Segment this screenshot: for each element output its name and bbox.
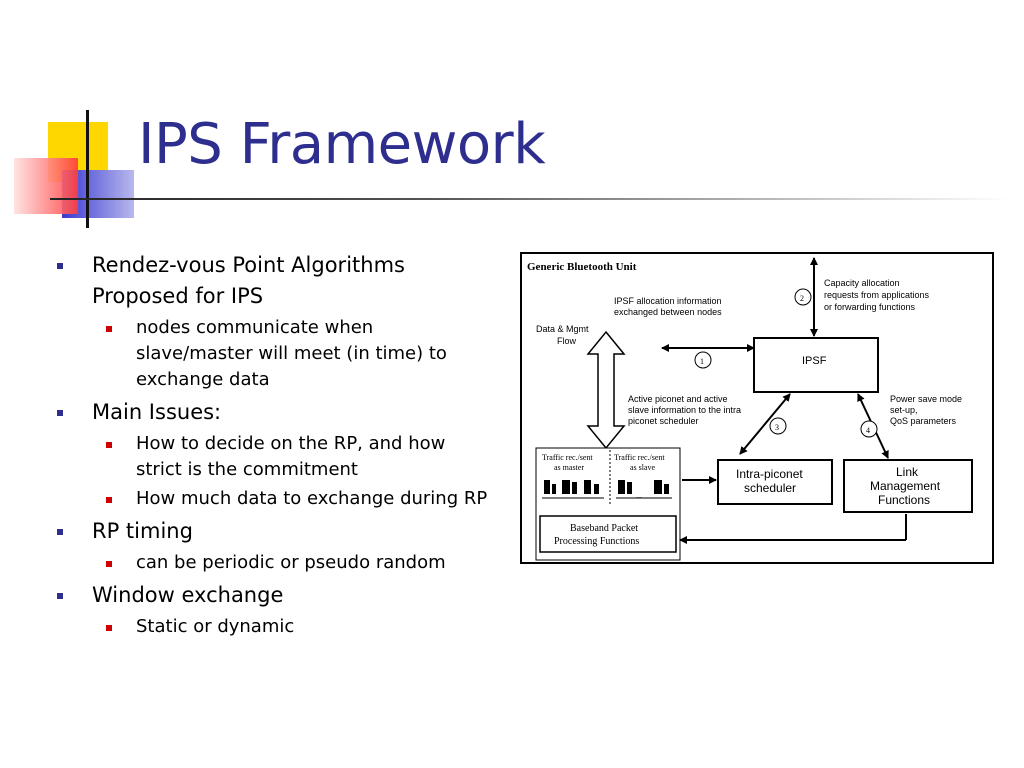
num-2: 2 [800,294,804,303]
bullet-item: Window exchange [52,580,492,611]
num-4: 4 [866,426,870,435]
data-mgmt-label: Data & Mgmt [536,324,589,334]
baseband-box [539,515,677,553]
traffic-master-label: Traffic rec./sent [542,453,593,462]
data-mgmt-label: Flow [557,336,577,346]
ipsf-info-label: IPSF allocation information [614,296,722,306]
ipsf-box-label: IPSF [802,355,827,367]
bullet-square-icon [106,625,112,631]
traffic-master-label: as master [554,463,584,472]
bullet-square-icon [106,326,112,332]
traffic-slave-label: as slave [630,463,656,472]
intra-piconet-label: Intra-piconet [736,467,803,481]
bullet-square-icon [106,497,112,503]
bullet-item: RP timing [52,516,492,547]
bullet-square-icon [57,263,63,269]
power-save-label: QoS parameters [890,416,957,426]
diagram-canvas: Generic Bluetooth Unit Data & Mgmt Flow … [527,257,973,561]
data-flow-double-arrow [586,330,626,450]
sub-bullet-item: Static or dynamic [52,614,492,640]
vertical-line [86,110,89,228]
baseband-label: Baseband Packet [570,523,638,534]
master-timeslots [544,480,599,494]
circle-1 [694,351,712,369]
bullet-square-icon [57,593,63,599]
bluetooth-unit-diagram: Generic Bluetooth Unit Data & Mgmt Flow … [520,252,994,564]
active-piconet-label: piconet scheduler [628,416,699,426]
ellipsis: ... [636,491,642,500]
capacity-label: or forwarding functions [824,302,916,312]
sub-bullet-item: nodes communicate when slave/master will… [52,315,492,393]
capacity-label: Capacity allocation [824,278,900,288]
ipsf-box [753,337,879,393]
bullet-item: Rendez-vous Point Algorithms Proposed fo… [52,250,492,312]
arrow-3 [739,393,791,455]
power-save-label: Power save mode [890,394,962,404]
sub-bullet-item: How much data to exchange during RP [52,486,492,512]
sub-bullet-item: can be periodic or pseudo random [52,550,492,576]
ipsf-info-label: exchanged between nodes [614,307,722,317]
corner-decoration [0,100,160,230]
bullet-square-icon [57,529,63,535]
circle-2 [794,288,812,306]
circle-4 [860,420,878,438]
red-square [14,158,78,214]
sub-bullet-item: How to decide on the RP, and how strict … [52,431,492,483]
slave-timeslots [618,480,669,494]
bullet-square-icon [106,442,112,448]
link-management-label: Management [870,479,941,493]
circle-3 [769,417,787,435]
link-management-box [843,459,973,513]
bullet-item: Main Issues: [52,397,492,428]
power-save-label: set-up, [890,405,918,415]
num-1: 1 [700,357,704,366]
intra-piconet-label: scheduler [744,481,796,495]
active-piconet-label: slave information to the intra [628,405,741,415]
bullet-list: Rendez-vous Point Algorithms Proposed fo… [52,246,492,640]
slide-title: IPS Framework [138,112,546,177]
num-3: 3 [775,423,779,432]
link-management-label: Link [896,465,919,479]
capacity-label: requests from applications [824,290,930,300]
link-management-label: Functions [878,493,930,507]
bullet-square-icon [106,561,112,567]
baseband-label: Processing Functions [554,536,639,547]
bullet-square-icon [57,410,63,416]
intra-piconet-box [717,459,833,505]
traffic-slave-label: Traffic rec./sent [614,453,665,462]
active-piconet-label: Active piconet and active [628,394,728,404]
diagram-heading: Generic Bluetooth Unit [527,261,637,273]
title-underline [50,198,1010,200]
